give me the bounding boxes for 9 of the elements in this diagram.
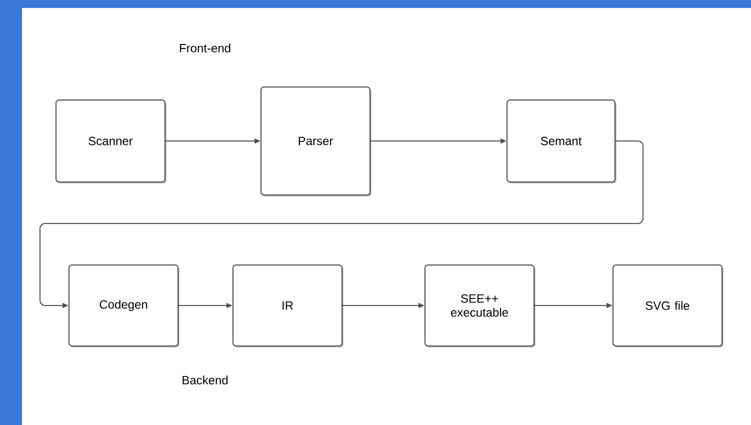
process-box: SEE++ executable (424, 264, 536, 348)
section-label: Front-end (180, 44, 230, 52)
process-box: Scanner (56, 100, 166, 184)
process-box: Parser (260, 86, 372, 196)
process-box: Codegen (68, 264, 180, 348)
process-box: IR (232, 264, 344, 348)
process-box: SVG file (612, 264, 724, 348)
section-label: Backend (182, 376, 228, 384)
process-box: Semant (506, 100, 616, 184)
